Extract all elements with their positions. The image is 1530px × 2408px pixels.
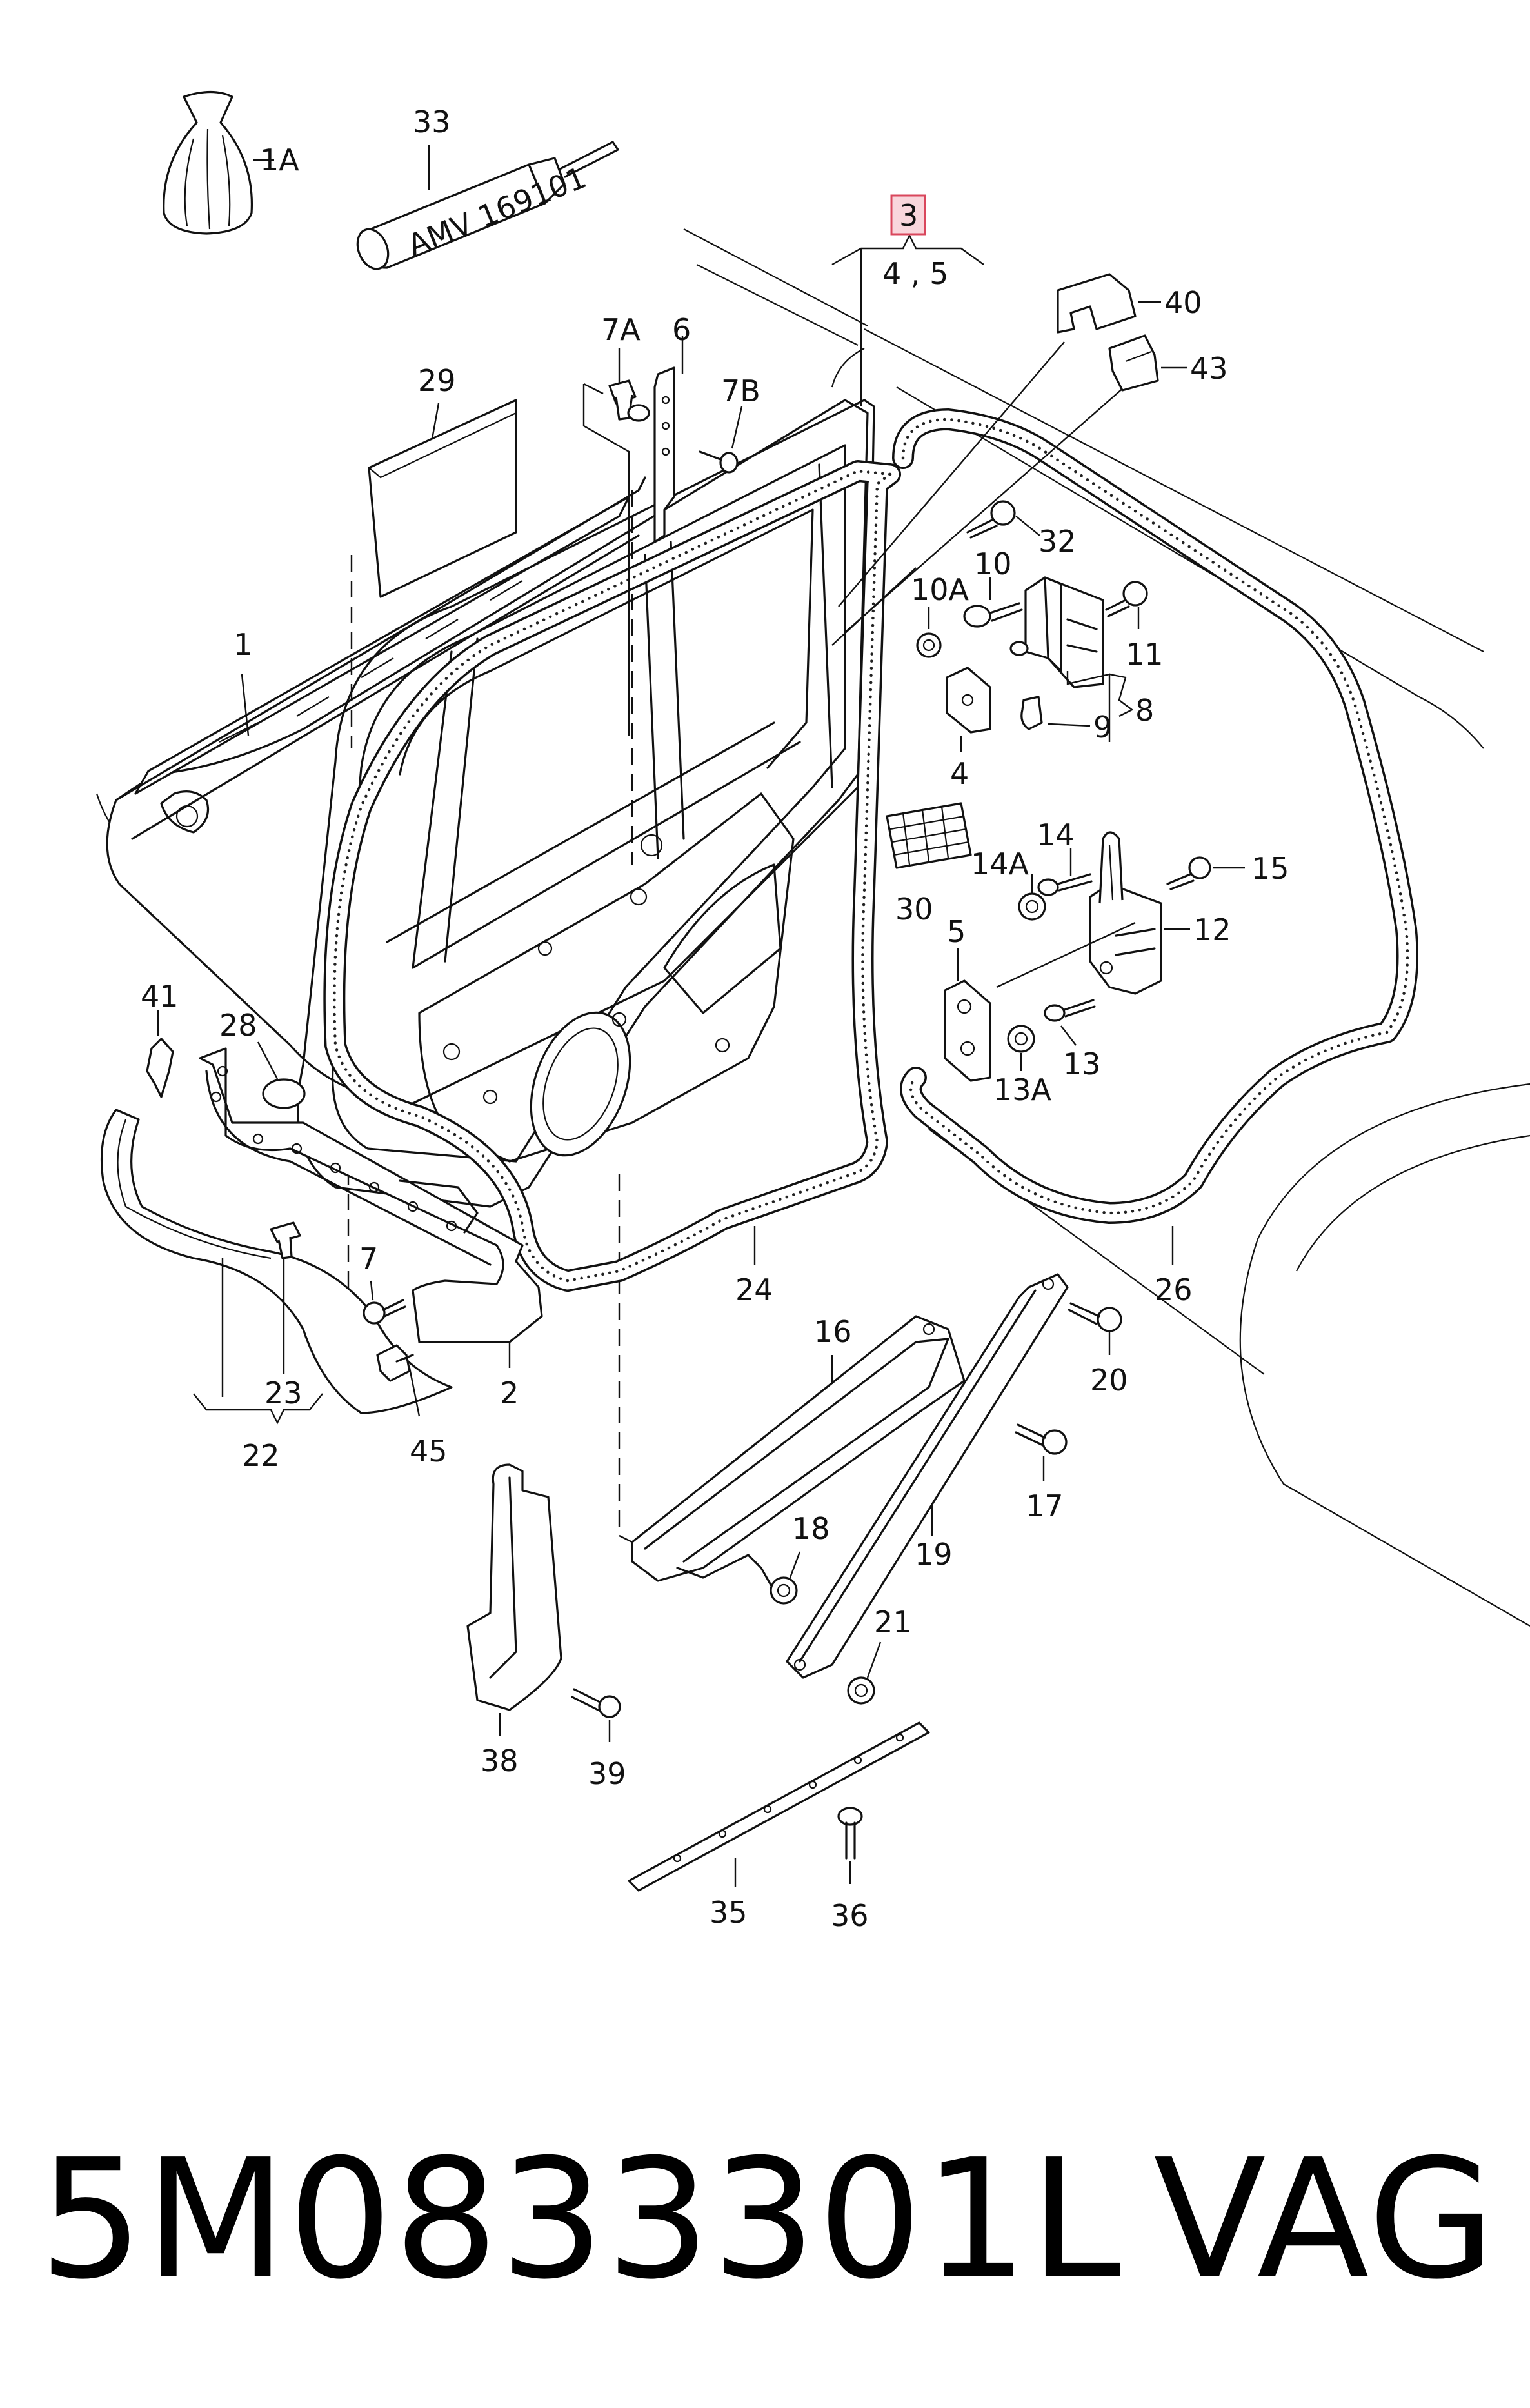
callout-41: 41 xyxy=(141,979,179,1014)
callout-10: 10 xyxy=(974,547,1012,581)
callout-4-5-set: 4 , 5 xyxy=(882,256,948,291)
grommet-28 xyxy=(257,1041,306,1109)
window-channel-6 xyxy=(582,336,743,736)
arch-trim-22 xyxy=(100,1109,453,1425)
clip-45 xyxy=(376,1344,421,1417)
strip-35 xyxy=(628,1721,930,1892)
window-guide-16 xyxy=(631,1315,966,1592)
sealant-tube-33: AMV 169101 xyxy=(356,141,619,270)
callout-39: 39 xyxy=(588,1756,626,1791)
callout-43: 43 xyxy=(1190,351,1228,386)
damping-pad-29 xyxy=(368,399,517,598)
part-number: 5M0833301L xyxy=(39,2123,1122,2316)
brand-name: VAG xyxy=(1153,2123,1496,2316)
callout-24: 24 xyxy=(735,1272,773,1307)
callout-18: 18 xyxy=(792,1511,830,1546)
hinge-plate-4 xyxy=(946,667,991,752)
callout-45: 45 xyxy=(410,1434,448,1469)
sill-trim-2 xyxy=(199,1047,543,1368)
lower-hinge-12 xyxy=(996,831,1245,1071)
cover-38 xyxy=(466,1463,562,1736)
callout-33: 33 xyxy=(413,105,451,139)
clip-41 xyxy=(146,1010,174,1098)
callout-7: 7 xyxy=(359,1241,378,1276)
callout-11: 11 xyxy=(1126,637,1164,672)
callout-13: 13 xyxy=(1063,1047,1101,1081)
callout-10a: 10A xyxy=(911,572,969,607)
callout-32: 32 xyxy=(1038,524,1077,559)
door-seal-24 xyxy=(323,460,901,1292)
body-seal-26 xyxy=(892,408,1418,1265)
callout-14: 14 xyxy=(1037,818,1075,852)
plug-23 xyxy=(270,1221,301,1374)
callout-15: 15 xyxy=(1251,851,1289,886)
callout-30: 30 xyxy=(895,892,933,927)
foam-block-30 xyxy=(886,802,972,869)
callout-3: 3 xyxy=(899,198,918,233)
callout-22: 22 xyxy=(242,1438,280,1473)
door-shell-1 xyxy=(106,399,869,1105)
callout-28: 28 xyxy=(219,1008,257,1043)
door-stop-40 xyxy=(1057,273,1161,334)
callout-29: 29 xyxy=(418,363,456,398)
hinge-plate-5 xyxy=(944,948,991,1082)
callout-21: 21 xyxy=(874,1605,912,1640)
nut-21 xyxy=(847,1641,882,1705)
bolt-32 xyxy=(966,500,1040,539)
callout-20: 20 xyxy=(1090,1363,1128,1398)
screw-39 xyxy=(571,1688,621,1742)
callout-36: 36 xyxy=(831,1898,869,1933)
callout-13a: 13A xyxy=(993,1072,1052,1107)
callout-2: 2 xyxy=(500,1376,519,1410)
callout-7b: 7B xyxy=(721,374,760,408)
callout-3-highlight xyxy=(890,194,926,236)
callout-14a: 14A xyxy=(971,847,1029,881)
callout-1a: 1A xyxy=(260,143,299,177)
callout-5: 5 xyxy=(947,914,966,949)
bolt-36 xyxy=(837,1807,863,1884)
callout-9: 9 xyxy=(1093,710,1112,745)
bolt-20 xyxy=(1068,1302,1122,1355)
part-number-footer: 5M0833301L VAG xyxy=(39,2110,1496,2329)
callout-38: 38 xyxy=(481,1743,519,1778)
fastener-bag-1a xyxy=(163,90,274,235)
nut-18 xyxy=(770,1551,801,1605)
callout-1: 1 xyxy=(233,627,252,662)
callout-19: 19 xyxy=(915,1537,953,1572)
callout-16: 16 xyxy=(814,1314,852,1349)
bolt-17 xyxy=(1015,1423,1068,1481)
callout-labels: 1A 33 3 4 , 5 40 43 7A 6 7B 29 32 10 10A… xyxy=(141,105,1289,1933)
callout-7a: 7A xyxy=(601,312,641,347)
guide-rail-19 xyxy=(786,1273,1069,1679)
callout-4: 4 xyxy=(950,756,969,791)
callout-26: 26 xyxy=(1155,1272,1193,1307)
hinge-set-bracket xyxy=(831,234,1136,646)
callout-23: 23 xyxy=(264,1376,303,1410)
callout-8: 8 xyxy=(1135,693,1154,728)
upper-hinge-8 xyxy=(916,576,1148,742)
callout-40: 40 xyxy=(1164,285,1202,320)
callout-35: 35 xyxy=(710,1895,748,1930)
door-stop-43 xyxy=(1108,334,1187,392)
screw-7 xyxy=(363,1280,406,1325)
callout-6: 6 xyxy=(672,312,691,347)
callout-12: 12 xyxy=(1193,912,1231,947)
callout-17: 17 xyxy=(1026,1489,1064,1523)
